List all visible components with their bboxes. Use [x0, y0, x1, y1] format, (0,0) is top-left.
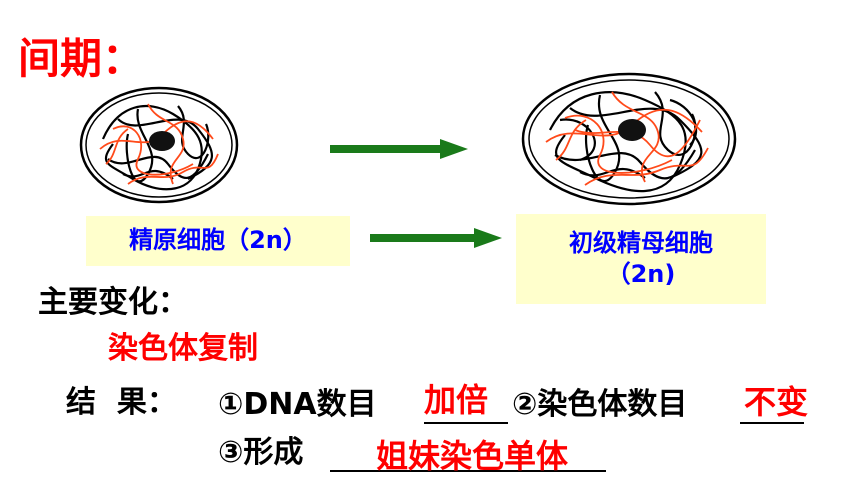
main-change-value: 染色体复制: [108, 331, 258, 366]
spermatogonium-label-text: 精原细胞（2n）: [129, 226, 307, 255]
result-item2-answer: 不变: [744, 383, 809, 421]
arrow-cells: [330, 139, 468, 159]
main-change-heading: 主要变化：: [38, 285, 188, 320]
spermatogonium-label: 精原细胞（2n）: [86, 216, 350, 266]
result-item1-answer: 加倍: [424, 381, 489, 419]
page-title: 间期：: [18, 34, 145, 83]
primary-spermatocyte-label-line2: （2n): [606, 260, 676, 288]
result-item2-blank: [740, 422, 804, 424]
primary-spermatocyte-label-line1: 初级精母细胞: [569, 228, 713, 257]
result-item3-blank: [330, 470, 606, 472]
primary-spermatocyte-cell: [521, 72, 737, 206]
result-item2-prefix: ②染色体数目: [512, 387, 688, 422]
result-item3-prefix: ③形成: [218, 435, 304, 470]
spermatogonium-cell: [79, 86, 239, 204]
result-item1-blank: [424, 422, 508, 424]
primary-spermatocyte-label: 初级精母细胞 （2n): [516, 214, 766, 304]
result-item3-answer: 姐妹染色单体: [376, 437, 569, 475]
result-label: 结 果：: [66, 385, 177, 420]
arrow-labels: [370, 228, 502, 248]
result-item1-prefix: ①DNA数目: [218, 387, 377, 422]
